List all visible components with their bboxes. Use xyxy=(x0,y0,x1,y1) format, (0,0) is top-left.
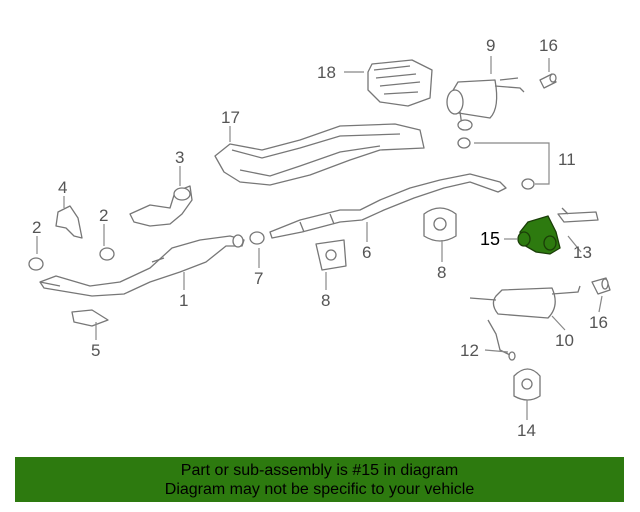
part-12-bracket[interactable] xyxy=(487,319,516,361)
part-18-heat-insulator[interactable] xyxy=(367,59,433,107)
callout-9: 9 xyxy=(486,36,496,55)
callout-6: 6 xyxy=(362,243,372,262)
part-3-exhaust-manifold[interactable] xyxy=(129,185,193,227)
part-13-bracket[interactable] xyxy=(557,207,599,223)
part-7-gasket[interactable] xyxy=(249,231,265,245)
callout-14: 14 xyxy=(517,421,536,440)
callout-5: 5 xyxy=(91,341,101,360)
part-2-gaskets[interactable] xyxy=(28,247,115,271)
callout-11: 11 xyxy=(558,150,576,169)
part-8-hanger-left[interactable] xyxy=(315,239,347,271)
part-14-hanger[interactable] xyxy=(513,368,541,401)
leader-lines xyxy=(36,56,603,420)
part-16-tail-tip-lower[interactable] xyxy=(591,277,611,295)
callout-8-right: 8 xyxy=(437,263,447,282)
part-10-rear-muffler[interactable] xyxy=(469,285,581,319)
callout-2-left: 2 xyxy=(32,218,42,237)
part-17-heat-insulator[interactable] xyxy=(214,123,425,186)
callout-10: 10 xyxy=(555,331,574,350)
exhaust-parts-diagram xyxy=(28,56,611,420)
callout-2-right: 2 xyxy=(99,206,109,225)
callout-16-upper: 16 xyxy=(539,36,558,55)
callout-12: 12 xyxy=(460,341,479,360)
part-4-bracket[interactable] xyxy=(55,205,83,239)
diagram-notice-banner: Part or sub-assembly is #15 in diagram D… xyxy=(15,457,624,502)
part-5-bracket[interactable] xyxy=(71,309,109,327)
callout-3: 3 xyxy=(175,148,185,167)
part-15-hanger-highlighted[interactable] xyxy=(517,215,561,255)
callout-13: 13 xyxy=(573,243,592,262)
callout-15: 15 xyxy=(480,229,501,249)
banner-line-1: Part or sub-assembly is #15 in diagram xyxy=(180,462,459,479)
callout-1: 1 xyxy=(179,291,189,310)
banner-line-2: Diagram may not be specific to your vehi… xyxy=(164,481,475,498)
callout-4: 4 xyxy=(58,178,68,197)
part-9-tail-muffler[interactable] xyxy=(446,77,525,127)
callout-7: 7 xyxy=(254,269,264,288)
part-8-hanger-right[interactable] xyxy=(423,207,457,242)
part-1-front-pipe[interactable] xyxy=(39,234,245,297)
part-11-gaskets[interactable] xyxy=(457,119,535,190)
part-16-tail-tip-upper[interactable] xyxy=(539,73,557,89)
callout-16-lower: 16 xyxy=(589,313,608,332)
callout-8-left: 8 xyxy=(321,291,331,310)
part-6-center-pipe[interactable] xyxy=(269,173,507,239)
callout-17: 17 xyxy=(221,108,240,127)
callout-18: 18 xyxy=(317,63,336,82)
